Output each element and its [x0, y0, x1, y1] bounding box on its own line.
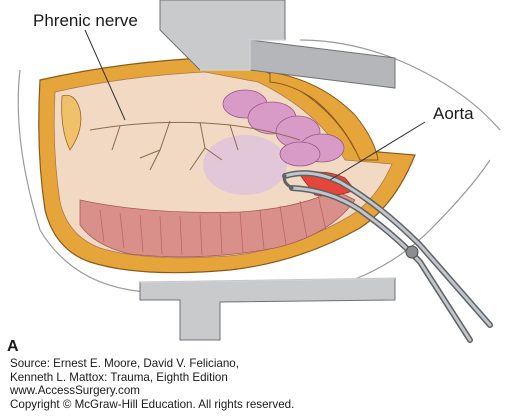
phrenic-nerve-branches — [89, 120, 301, 171]
source-line-4: Copyright © McGraw-Hill Education. All r… — [10, 397, 295, 411]
top-retractor — [159, 0, 396, 89]
pleural-shadow — [203, 135, 287, 195]
diaphragm-muscle — [79, 189, 356, 258]
bottom-retractor — [139, 277, 396, 341]
source-line-1: Source: Ernest E. Moore, David V. Felici… — [10, 357, 239, 370]
vascular-clamp — [282, 170, 493, 343]
panel-letter: A — [7, 338, 19, 355]
right-fat-border — [269, 71, 379, 161]
lobulated-tissue — [222, 89, 345, 167]
source-line-2: Kenneth L. Mattox: Trauma, Eighth Editio… — [10, 370, 228, 384]
aorta-label: Aorta — [433, 104, 474, 123]
surgical-illustration — [17, 0, 501, 343]
phrenic-nerve-label: Phrenic nerve — [33, 11, 138, 30]
aorta-leader — [329, 121, 426, 181]
source-credit: Source: Ernest E. Moore, David V. Felici… — [10, 357, 294, 411]
source-line-3: www.AccessSurgery.com — [10, 384, 140, 398]
phrenic-nerve-leader — [84, 29, 126, 121]
muscle-fibers — [99, 194, 327, 256]
rib-edge — [61, 94, 82, 151]
body-outline-right — [299, 39, 501, 131]
